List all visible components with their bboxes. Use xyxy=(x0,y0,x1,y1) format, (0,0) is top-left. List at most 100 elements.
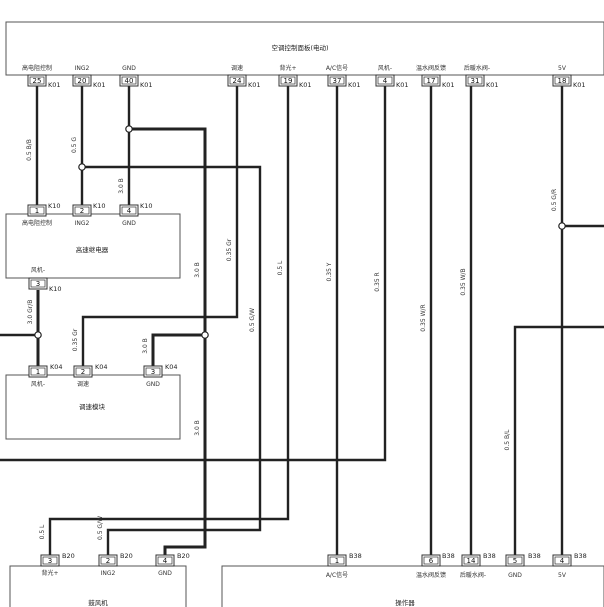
connector-code: B38 xyxy=(483,552,496,560)
wire-label: 0.5 G xyxy=(71,137,78,153)
pin-number: 40 xyxy=(125,77,134,85)
wires xyxy=(0,86,604,555)
wire-label: 3.0 B xyxy=(118,178,125,194)
wire-label: 0.5 L xyxy=(277,260,284,275)
pin-label: GND xyxy=(158,570,172,577)
pin-label: 背光+ xyxy=(41,569,58,577)
ac-panel-title: 空调控制面板(电动) xyxy=(271,43,328,52)
connector-pin-inner xyxy=(30,279,46,288)
connector-code: K10 xyxy=(48,202,61,210)
pin-label: 风机- xyxy=(31,380,45,388)
blower-relay: 高速继电器 xyxy=(5,213,181,279)
pin-number: 37 xyxy=(333,77,342,85)
connector-pin-inner xyxy=(554,556,570,565)
pin-label: 风机- xyxy=(378,64,392,72)
motor-outline xyxy=(9,565,187,607)
pin-label: 背光+ xyxy=(279,64,296,72)
connector-pin-inner xyxy=(121,76,137,85)
wire-label: 0.35 Gr xyxy=(72,328,79,351)
connector-code: K01 xyxy=(486,81,499,89)
connector-pin-inner xyxy=(229,76,245,85)
pin-label: ING2 xyxy=(75,65,90,72)
pin-label: 温水阀反馈 xyxy=(416,571,446,579)
mode-unit: 操作器 xyxy=(221,565,604,607)
pin-number: 1 xyxy=(35,207,39,215)
connector-code: K01 xyxy=(396,81,409,89)
pin-label: GND xyxy=(122,220,136,227)
connector-pin-inner xyxy=(554,76,570,85)
wire-w6 xyxy=(82,165,262,555)
mode-unit-outline xyxy=(221,565,604,607)
connector-pin-inner xyxy=(463,556,479,565)
connector-code: B38 xyxy=(349,552,362,560)
pin-number: 6 xyxy=(429,557,434,565)
connector-pin-inner xyxy=(507,556,523,565)
pin-label: A/C信号 xyxy=(326,64,348,72)
pin-number: 4 xyxy=(560,557,565,565)
connector-code: B38 xyxy=(442,552,455,560)
pin-number: 4 xyxy=(127,207,132,215)
connector-pin-inner xyxy=(74,76,90,85)
pin-number: 4 xyxy=(163,557,168,565)
connector-pin-inner xyxy=(280,76,296,85)
speed-module: 调速模块 xyxy=(5,374,181,440)
junctions xyxy=(34,125,566,339)
connector-code: K01 xyxy=(348,81,361,89)
pin-label: 5V xyxy=(558,65,567,72)
connector-pin-inner xyxy=(157,556,173,565)
pin-number: 18 xyxy=(558,77,567,85)
pin-number: 24 xyxy=(233,77,242,85)
pin-number: 5 xyxy=(513,557,517,565)
junction-dot xyxy=(201,331,209,339)
connector-pin-inner xyxy=(329,556,345,565)
wire-w16 xyxy=(151,333,205,366)
pin-label: A/C信号 xyxy=(326,571,348,579)
connector-code: K01 xyxy=(48,81,61,89)
pin-label: 后暖水阀- xyxy=(460,571,486,579)
pin-label: GND xyxy=(508,572,522,579)
relay-outline xyxy=(5,213,181,279)
connector-code: K10 xyxy=(49,285,62,293)
wire-label: 0.5 B/L xyxy=(504,429,511,451)
connector-pin-inner xyxy=(30,367,46,376)
connector-code: K01 xyxy=(248,81,261,89)
wire-label: 3.0 B xyxy=(142,338,149,354)
pin-number: 3 xyxy=(48,557,52,565)
speed-module-title: 调速模块 xyxy=(79,402,106,411)
wire-label: 0.5 G/W xyxy=(97,516,104,540)
connector-pin-inner xyxy=(29,76,45,85)
wire-w5 xyxy=(129,127,207,555)
connector-code: B20 xyxy=(177,552,190,560)
pin-label: 调速 xyxy=(77,380,89,388)
junction-dot xyxy=(78,163,86,171)
connector-pin-inner xyxy=(100,556,116,565)
connector-code: K01 xyxy=(299,81,312,89)
pin-number: 4 xyxy=(383,77,388,85)
wire-label: 0.35 R xyxy=(374,272,381,291)
pin-number: 1 xyxy=(36,368,40,376)
motor-pins: 3 B20 背光+ 2 B20 ING2 4 B20 GND xyxy=(40,552,190,577)
connector-pin-inner xyxy=(29,206,45,215)
pin-number: 20 xyxy=(78,77,87,85)
wire-label: 0.5 G/R xyxy=(551,189,558,211)
wire-labels: 0.5 B/B 0.5 G 3.0 B 0.35 Gr 3.0 B 0.5 G/… xyxy=(26,137,558,540)
wire-label: 3.0 B xyxy=(194,262,201,278)
motor-title: 鼓风机 xyxy=(88,598,108,607)
wire-label: 0.5 B/B xyxy=(26,139,33,161)
relay-pins: 1 K10 高电阻控制 2 K10 ING2 4 K10 GND 风机- 3 K… xyxy=(22,202,153,293)
connector-pin-inner xyxy=(423,76,439,85)
pin-label: 5V xyxy=(558,572,567,579)
wire-label: 0.35 Gr xyxy=(226,238,233,261)
pin-number: 1 xyxy=(335,557,339,565)
wire-label: 0.35 W/R xyxy=(420,304,427,331)
pin-number: 17 xyxy=(427,77,436,85)
connector-code: K01 xyxy=(573,81,586,89)
pin-number: 3 xyxy=(36,280,40,288)
blower-motor-unit: 鼓风机 xyxy=(9,565,187,607)
speed-module-pins: 1 K04 风机- 2 K04 调速 3 K04 GND xyxy=(28,363,178,388)
connector-code: K01 xyxy=(442,81,455,89)
connector-pin-inner xyxy=(377,76,393,85)
connector-code: K04 xyxy=(50,363,63,371)
wire-label: 3.0 B xyxy=(194,420,201,436)
pin-number: 31 xyxy=(471,77,480,85)
